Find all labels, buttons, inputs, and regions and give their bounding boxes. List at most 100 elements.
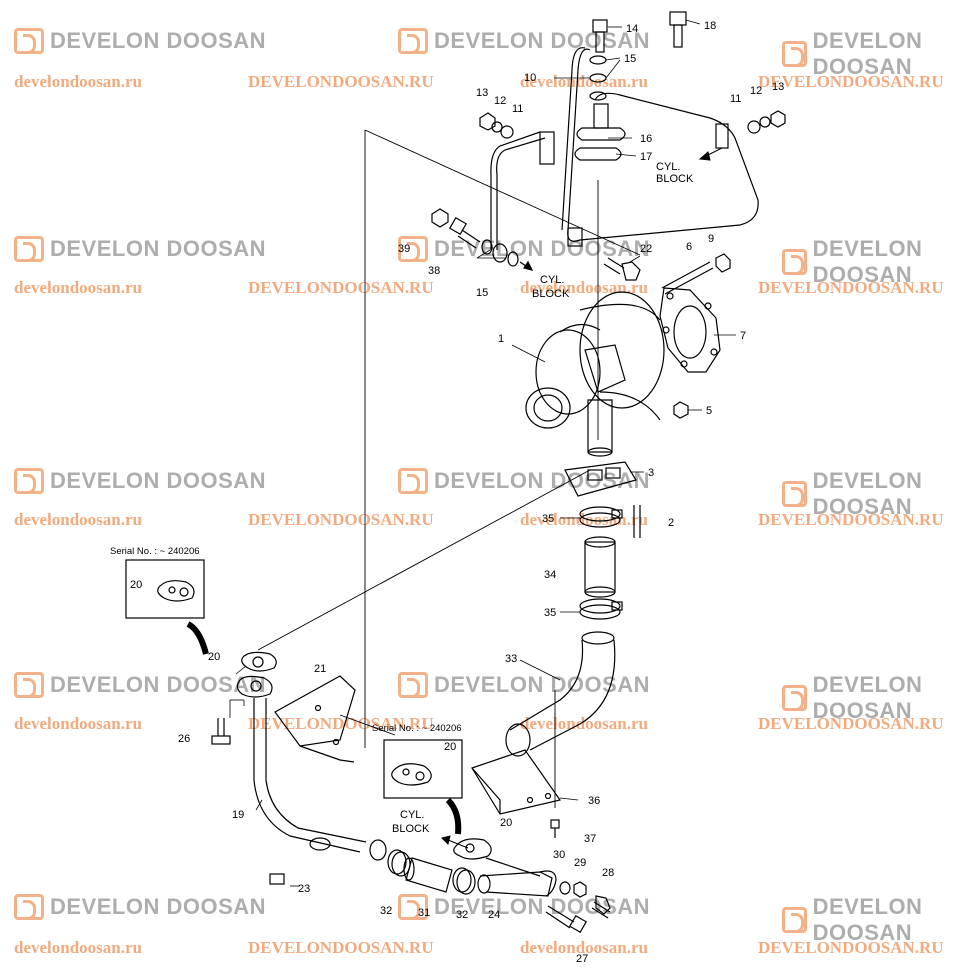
nut-29 [573,881,587,898]
washer-15 [589,91,607,101]
watermark-url: develondoosan.ru [520,714,648,733]
watermark-logo: DEVELON DOOSAN [782,236,980,288]
part-label: 38 [428,265,440,277]
gasket-20 [453,838,492,860]
part-label: 17 [640,151,652,163]
washer-11 [500,125,514,139]
part-label: 30 [553,849,565,861]
bolt-14 [592,19,608,53]
pipe-24-leader [485,857,541,877]
stud-2 [633,505,641,538]
brand-mark-icon [14,236,44,262]
brand-mark-icon [14,672,44,698]
watermark-logo: DEVELON DOOSAN [14,28,266,54]
watermark-url: DEVELONDOOSAN.RU [758,510,944,529]
part-label: 2 [668,517,674,529]
part-label: 6 [686,241,692,253]
nut-13 [770,110,786,128]
watermark-logo: DEVELON DOOSAN [398,236,650,262]
part-label: 15 [476,287,488,299]
part-label: 13 [772,81,784,93]
part-label: 32 [380,905,392,917]
watermark-logo: DEVELON DOOSAN [782,468,980,520]
bracket-21 [274,675,356,763]
watermark-logo: DEVELON DOOSAN [782,894,980,946]
part-label: 12 [750,85,762,97]
part-label: 18 [704,20,716,32]
gasket-20-inset [157,580,195,602]
watermark-url: develondoosan.ru [14,714,142,733]
brand-mark-icon [398,236,428,262]
part-label: 13 [476,87,488,99]
nut-9 [715,253,731,273]
cyl-block-note: BLOCK [392,823,430,835]
nut-13 [479,112,496,131]
watermark-logo: DEVELON DOOSAN [14,894,266,920]
part-label: 20 [444,741,456,753]
bellows-34 [584,536,616,598]
nut-5 [673,401,689,419]
hose-31 [403,857,453,893]
part-label: 3 [648,467,654,479]
adapter-16 [576,103,626,141]
washer-15 [507,251,519,267]
brand-mark-icon [14,468,44,494]
part-label: 20 [208,651,220,663]
gasket-20 [241,651,277,672]
watermark-logo: DEVELON DOOSAN [14,468,266,494]
watermark-url: DEVELONDOOSAN.RU [248,72,434,91]
cyl-block-note: CYL. [400,809,424,821]
part-label: 10 [524,72,536,84]
watermark-url: DEVELONDOOSAN.RU [758,938,944,957]
part-label: 11 [730,93,741,105]
bracket-36 [471,749,562,815]
part-label: 33 [505,653,517,665]
pipe-clip [567,227,583,247]
brand-mark-icon [782,685,807,711]
bolt-37 [550,819,560,838]
exhaust-elbow-33 [505,631,616,757]
part-label: 20 [130,579,142,591]
part-label: 32 [456,909,468,921]
brand-mark-icon [782,907,807,933]
watermark-logo: DEVELON DOOSAN [398,468,650,494]
gasket-17 [574,147,622,161]
part-label: 34 [544,569,556,581]
part-label: 14 [626,23,638,35]
watermark-url: DEVELONDOOSAN.RU [248,510,434,529]
watermark-logo: DEVELON DOOSAN [398,28,650,54]
watermark-logo: DEVELON DOOSAN [782,672,980,724]
watermark-logo: DEVELON DOOSAN [782,28,980,80]
clamp-35-upper [579,506,623,528]
part-label: 15 [624,53,636,65]
bolt-22 [603,257,641,281]
stud-28 [591,895,611,919]
part-label: 37 [584,833,596,845]
part-label: 35 [544,607,556,619]
part-label: 23 [298,883,310,895]
watermark-logo: DEVELON DOOSAN [14,236,266,262]
serial-inset-box [383,739,463,799]
part-label: 26 [178,733,190,745]
watermark-logo: DEVELON DOOSAN [14,672,266,698]
arrow-icon [698,151,711,161]
washer-15 [481,239,493,255]
gasket-20-inset [391,763,432,786]
serial-inset-box [125,559,205,619]
watermark-url: DEVELONDOOSAN.RU [758,714,944,733]
part-label: 20 [500,817,512,829]
part-label: 12 [494,95,506,107]
brand-mark-icon [398,28,428,54]
watermark-url: DEVELONDOOSAN.RU [248,278,434,297]
watermark-url: develondoosan.ru [520,938,648,957]
brand-mark-icon [398,894,428,920]
bolt-39 [431,208,449,228]
part-label: 22 [640,243,652,255]
cyl-block-note: CYL. [656,161,680,173]
brand-mark-icon [782,481,807,507]
part-label: 11 [512,103,523,115]
washer-11 [747,120,761,134]
